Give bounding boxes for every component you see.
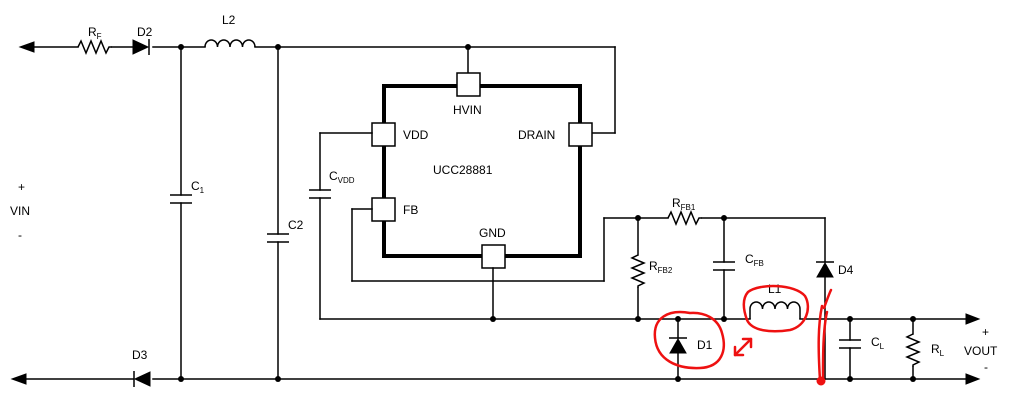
svg-text:CFB: CFB	[745, 252, 764, 268]
switch-node-rail	[319, 313, 981, 325]
svg-text:C1: C1	[191, 179, 205, 195]
vin-label: VIN	[10, 204, 30, 218]
vout-plus: +	[982, 325, 989, 339]
input-bottom-terminal	[10, 373, 27, 385]
label-rfb1: RFB1	[672, 196, 696, 212]
vout-minus: -	[984, 360, 988, 374]
label-d1: D1	[697, 338, 713, 352]
label-d3: D3	[132, 348, 148, 362]
pin-fb-label: FB	[403, 203, 418, 217]
vin-plus: +	[18, 180, 25, 194]
label-d4: D4	[838, 263, 854, 277]
svg-text:CL: CL	[871, 335, 885, 351]
label-l1: L1	[768, 282, 782, 296]
label-rfb2: RFB2	[649, 259, 673, 275]
svg-text:RL: RL	[931, 342, 945, 358]
capacitor-c1	[170, 46, 192, 380]
label-cl: CL	[871, 335, 885, 351]
capacitor-cvdd	[309, 132, 373, 320]
inductor-l2	[204, 39, 256, 48]
svg-text:RFB1: RFB1	[672, 196, 696, 212]
red-circle-l1	[742, 284, 810, 333]
capacitor-cl	[839, 318, 861, 380]
label-cvdd: CVDD	[329, 169, 355, 185]
label-d2: D2	[137, 25, 153, 39]
ic-name: UCC28881	[433, 163, 493, 177]
pin-vdd	[371, 122, 396, 147]
pin-vdd-label: VDD	[403, 128, 429, 142]
pin-fb	[371, 197, 396, 222]
label-c1: C1	[191, 179, 205, 195]
vout-label: VOUT	[964, 344, 998, 358]
resistor-rl	[905, 318, 921, 380]
svg-text:CVDD: CVDD	[329, 169, 355, 185]
pin-gnd-label: GND	[479, 226, 506, 240]
red-ground-mark	[816, 288, 833, 386]
label-c2: C2	[288, 218, 304, 232]
red-swap-arrow	[733, 337, 753, 357]
capacitor-c2	[267, 46, 289, 380]
label-l2: L2	[222, 13, 236, 27]
diode-d3	[133, 371, 151, 387]
resistor-rf	[77, 39, 112, 55]
pin-drain-label: DRAIN	[518, 128, 555, 142]
input-top-terminal	[18, 41, 35, 53]
label-cfb: CFB	[745, 252, 764, 268]
inductor-l1	[749, 301, 801, 319]
red-circle-d1	[653, 310, 726, 370]
resistor-rfb1	[667, 210, 826, 226]
diode-d2	[132, 39, 150, 55]
resistor-rfb2	[630, 217, 646, 320]
fb-wiring	[351, 208, 669, 282]
vin-minus: -	[18, 228, 22, 242]
pin-hvin-label: HVIN	[453, 103, 482, 117]
junction-dots	[178, 44, 916, 382]
capacitor-cfb	[713, 217, 735, 320]
pin-hvin	[456, 72, 481, 97]
diode-d1	[669, 318, 687, 380]
pin-gnd	[481, 244, 506, 269]
bottom-rail-wires	[25, 373, 981, 385]
label-rf: RF	[88, 25, 102, 41]
label-rl: RL	[931, 342, 945, 358]
pin-drain	[568, 122, 593, 147]
svg-text:RF: RF	[88, 25, 102, 41]
svg-text:RFB2: RFB2	[649, 259, 673, 275]
